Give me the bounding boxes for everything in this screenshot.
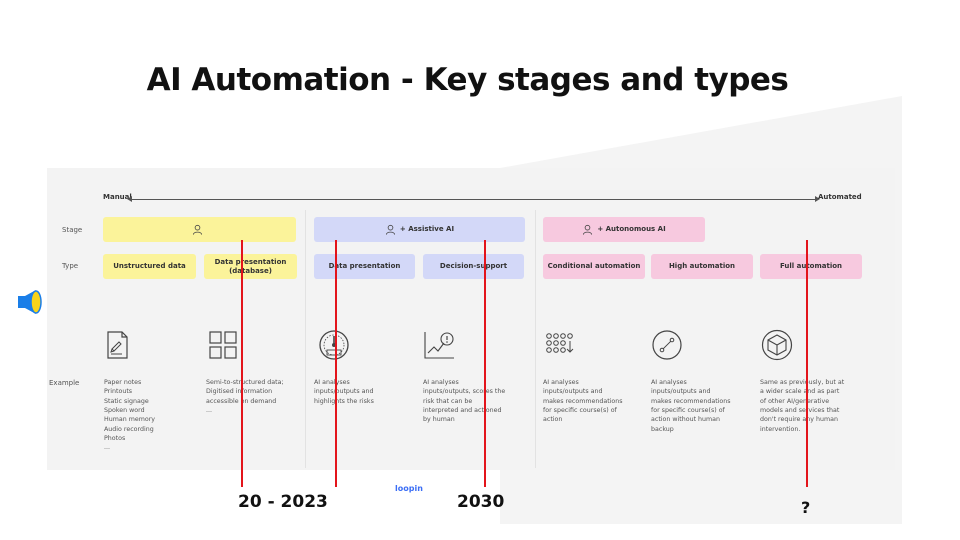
timeline-marker-line (335, 240, 337, 487)
example-text: Paper notes Printouts Static signage Spo… (104, 379, 156, 452)
speaker-icon[interactable] (15, 289, 45, 315)
example-text: AI analyses inputs/outputs and makes rec… (543, 379, 623, 424)
timeline-marker-line (484, 240, 486, 487)
timeline-label-2023: 20 - 2023 (238, 492, 328, 512)
type-pill: Decision-support (423, 254, 524, 279)
example-text: Semi-to-structured data; Digitised infor… (206, 379, 284, 414)
type-pill: Data presentation (database) (204, 254, 297, 279)
timeline-label-2030: 2030 (457, 492, 505, 512)
document-icon (107, 331, 128, 359)
axis-arrow-right (815, 196, 820, 202)
dots-grid-icon (546, 333, 574, 353)
timeline-marker-line (241, 240, 243, 487)
person-icon (385, 224, 395, 235)
axis-label-manual: Manual (103, 193, 132, 201)
gauge-icon (319, 330, 349, 360)
row-label-example: Example (49, 379, 80, 387)
timeline-label-unknown: ? (801, 498, 811, 517)
example-text: AI analyses inputs/outputs, scores the r… (423, 379, 506, 424)
grid-icon (209, 331, 237, 359)
circle-link-icon (652, 330, 682, 360)
stage-autonomous-ai: + Autonomous AI (543, 217, 705, 242)
brand-logo: loopin (395, 484, 423, 493)
cube-icon (761, 329, 793, 361)
example-text: AI analyses inputs/outputs and highlight… (314, 379, 374, 405)
type-pill: Unstructured data (103, 254, 196, 279)
chart-alert-icon (424, 332, 454, 359)
axis-label-automated: Automated (818, 193, 862, 201)
person-icon (192, 224, 203, 235)
type-pill: Data presentation (314, 254, 415, 279)
stage-label: + Assistive AI (399, 225, 455, 234)
row-label-stage: Stage (62, 226, 83, 234)
column-separator (305, 210, 306, 468)
axis-line (130, 199, 818, 200)
person-icon (583, 224, 593, 235)
type-pill: High automation (651, 254, 753, 279)
page-title: AI Automation - Key stages and types (146, 62, 789, 98)
timeline-marker-line (806, 240, 808, 487)
column-separator (535, 210, 536, 468)
stage-label: + Autonomous AI (597, 225, 666, 234)
axis-arrow-left (127, 196, 132, 202)
row-label-type: Type (62, 262, 79, 270)
example-text: AI analyses inputs/outputs and makes rec… (651, 379, 731, 433)
type-pill: Conditional automation (543, 254, 645, 279)
stage-assistive-ai: + Assistive AI (314, 217, 525, 242)
stage-human (103, 217, 296, 242)
example-text: Same as previously, but at a wider scale… (760, 379, 845, 433)
type-pill: Full automation (760, 254, 862, 279)
